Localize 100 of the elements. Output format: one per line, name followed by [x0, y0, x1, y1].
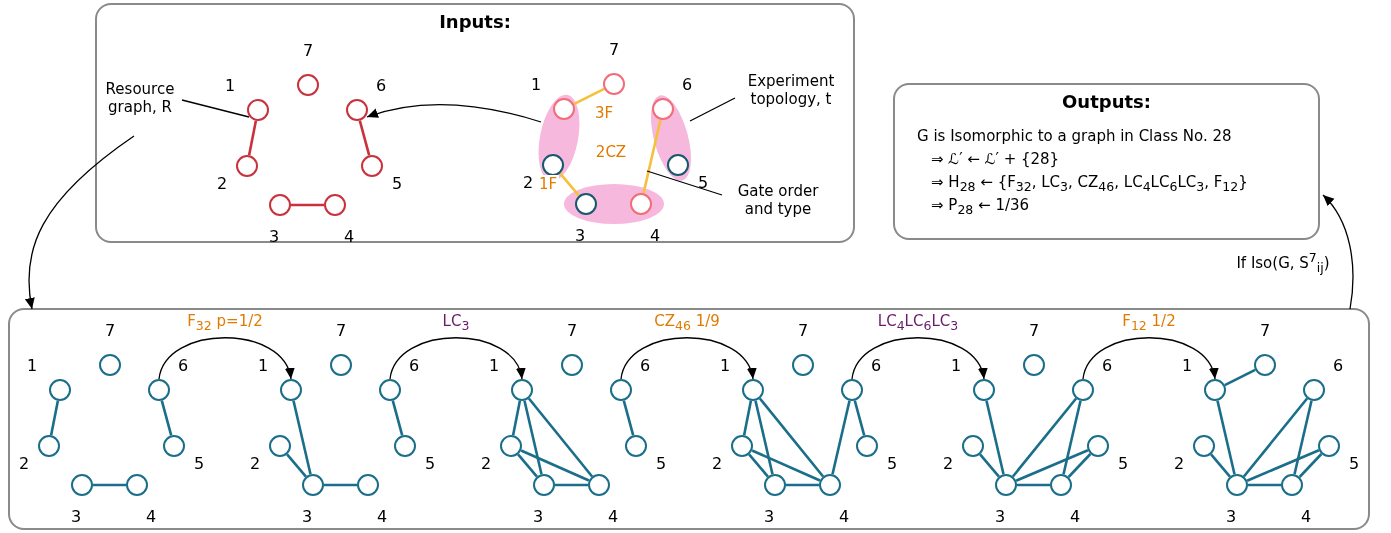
vertex-number: 2 — [480, 453, 492, 473]
vertex-number: 6 — [1101, 355, 1113, 375]
vertex-circle — [1204, 379, 1226, 401]
vertex-circle — [962, 435, 984, 457]
vertex-circle — [280, 379, 302, 401]
graph-edge — [754, 400, 774, 475]
graph-edge — [642, 119, 662, 194]
graph-edge — [1015, 449, 1089, 482]
graph-edge — [559, 172, 580, 197]
vertex-number: 5 — [655, 453, 667, 473]
curved-arrow — [851, 337, 986, 380]
vertex-circle — [511, 379, 533, 401]
vertex-circle — [269, 435, 291, 457]
vertex-circle — [625, 435, 647, 457]
vertex-circle — [394, 435, 416, 457]
graph-edge — [391, 400, 404, 436]
vertex-number: 3 — [1225, 506, 1237, 526]
result-line: ⇒ P$_{28}$ ← 1/36 — [931, 196, 1030, 217]
vertex-circle — [819, 474, 841, 496]
graph-edge — [49, 400, 60, 436]
vertex-number: 3 — [268, 226, 280, 246]
graph-edge — [1298, 453, 1323, 478]
vertex-circle — [841, 379, 863, 401]
graph-edge — [1067, 453, 1092, 478]
vertex-circle — [603, 73, 625, 95]
graph-edge — [93, 483, 126, 487]
graph-edge — [247, 120, 258, 156]
graph-edge — [520, 449, 590, 482]
result-line: ⇒ ℒ′ ← ℒ′ + {28} — [931, 150, 1060, 168]
vertex-number: 7 — [797, 320, 809, 340]
vertex-number: 1 — [488, 355, 500, 375]
edge-label: CZ$_{46}$ 1/9 — [652, 311, 722, 333]
vertex-circle — [533, 474, 555, 496]
annotation-text: Resource graph, R — [98, 80, 182, 136]
vertex-number: 6 — [375, 75, 387, 95]
vertex-number: 2 — [1173, 453, 1185, 473]
graph-edge — [1246, 449, 1320, 482]
vertex-circle — [995, 474, 1017, 496]
vertex-circle — [764, 474, 786, 496]
curved-arrow — [389, 337, 524, 380]
vertex-number: 4 — [649, 225, 661, 245]
annotation-text: Gate order and type — [722, 182, 834, 228]
graph-edge — [1062, 400, 1082, 475]
vertex-circle — [247, 99, 269, 121]
vertex-circle — [1318, 435, 1340, 457]
vertex-number: 4 — [343, 226, 355, 246]
graph-edge — [853, 400, 866, 436]
vertex-number: 3 — [574, 225, 586, 245]
edge-label: F$_{12}$ 1/2 — [1120, 311, 1178, 333]
vertex-number: 7 — [1028, 320, 1040, 340]
vertex-number: 7 — [335, 320, 347, 340]
vertex-circle — [1023, 354, 1045, 376]
graph-edge — [831, 400, 851, 475]
vertex-number: 6 — [639, 355, 651, 375]
graph-edge — [517, 453, 538, 478]
graph-edge — [523, 400, 543, 475]
vertex-circle — [731, 435, 753, 457]
leader-line — [646, 170, 723, 196]
vertex-number: 5 — [193, 453, 205, 473]
curved-arrow — [25, 135, 135, 310]
graph-edge — [1011, 397, 1078, 478]
vertex-number: 3 — [532, 506, 544, 526]
vertex-number: 4 — [1300, 506, 1312, 526]
graph-edge — [1248, 483, 1281, 487]
graph-edge — [1224, 368, 1256, 387]
leader-line — [689, 97, 736, 122]
graph-edge — [622, 400, 635, 436]
vertex-number: 1 — [26, 355, 38, 375]
vertex-number: 6 — [1332, 355, 1344, 375]
graph-edge — [324, 483, 357, 487]
vertex-circle — [561, 354, 583, 376]
vertex-circle — [269, 194, 291, 216]
vertex-circle — [1254, 354, 1276, 376]
vertex-circle — [361, 155, 383, 177]
result-line: ⇒ H$_{28}$ ← {F$_{32}$, LC$_{3}$, CZ$_{46}$, LC$_{4}$LC$_{6}$LC$_{3}$, F$_{12}$} — [931, 173, 1248, 194]
graph-edge — [527, 397, 594, 478]
vertex-number: 7 — [608, 39, 620, 59]
graph-edge — [748, 453, 769, 478]
vertex-number: 6 — [870, 355, 882, 375]
vertex-number: 5 — [424, 453, 436, 473]
graph-edge — [742, 400, 753, 436]
vertex-circle — [148, 379, 170, 401]
graph-edge — [758, 397, 825, 478]
vertex-number: 1 — [950, 355, 962, 375]
graph-edge — [555, 483, 588, 487]
vertex-circle — [126, 474, 148, 496]
vertex-circle — [330, 354, 352, 376]
vertex-circle — [49, 379, 71, 401]
vertex-circle — [1050, 474, 1072, 496]
vertex-circle — [38, 435, 60, 457]
vertex-number: 1 — [257, 355, 269, 375]
graph-edge — [1216, 400, 1236, 475]
curved-arrow — [620, 337, 755, 380]
vertex-number: 5 — [391, 173, 403, 193]
curved-arrow — [366, 104, 542, 123]
panel-title: Outputs: — [1062, 91, 1151, 112]
graph-edge — [358, 120, 371, 156]
vertex-number: 2 — [711, 453, 723, 473]
vertex-number: 2 — [249, 453, 261, 473]
vertex-circle — [99, 354, 121, 376]
